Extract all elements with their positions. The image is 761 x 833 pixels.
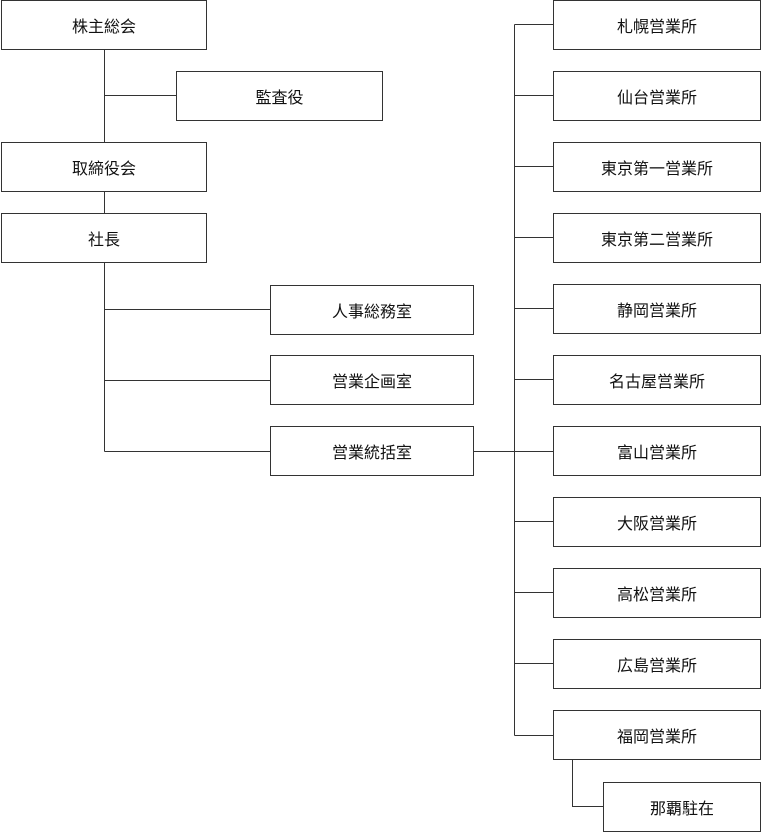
node-auditor: 監査役 [176, 71, 383, 121]
node-office-takamatsu: 高松営業所 [553, 568, 761, 618]
node-office-tokyo-2: 東京第二営業所 [553, 213, 761, 263]
node-office-hiroshima: 広島営業所 [553, 639, 761, 689]
node-shareholders: 株主総会 [1, 0, 207, 50]
node-office-toyama: 富山営業所 [553, 426, 761, 476]
node-sales-control: 営業統括室 [270, 426, 474, 476]
node-office-fukuoka: 福岡営業所 [553, 710, 761, 760]
node-board: 取締役会 [1, 142, 207, 192]
node-office-nagoya: 名古屋営業所 [553, 355, 761, 405]
node-office-shizuoka: 静岡営業所 [553, 284, 761, 334]
node-office-sapporo: 札幌営業所 [553, 0, 761, 50]
line-fukuoka-naha [572, 760, 603, 807]
node-office-tokyo-1: 東京第一営業所 [553, 142, 761, 192]
node-office-osaka: 大阪営業所 [553, 497, 761, 547]
node-sales-planning: 営業企画室 [270, 355, 474, 405]
node-office-sendai: 仙台営業所 [553, 71, 761, 121]
node-naha: 那覇駐在 [603, 782, 761, 832]
node-president: 社長 [1, 213, 207, 263]
node-hr: 人事総務室 [270, 285, 474, 335]
